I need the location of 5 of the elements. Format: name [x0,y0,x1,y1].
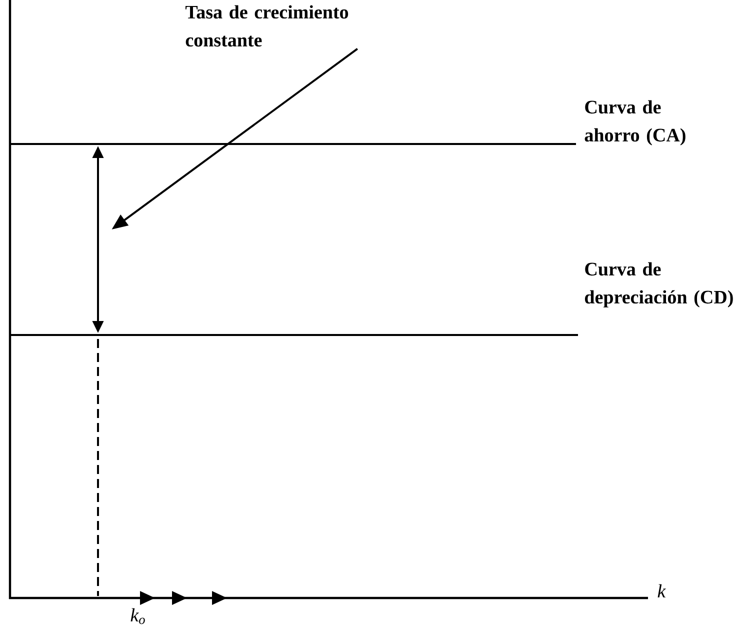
curve-label: Curva de depreciación (CD) [584,262,733,308]
curve-label: Curva de ahorro (CA) [584,100,686,146]
text-label: Tasa de crecimiento constante [186,5,348,47]
axis-label: k$_{o}$ [130,608,145,624]
axis-label: k [658,584,666,598]
